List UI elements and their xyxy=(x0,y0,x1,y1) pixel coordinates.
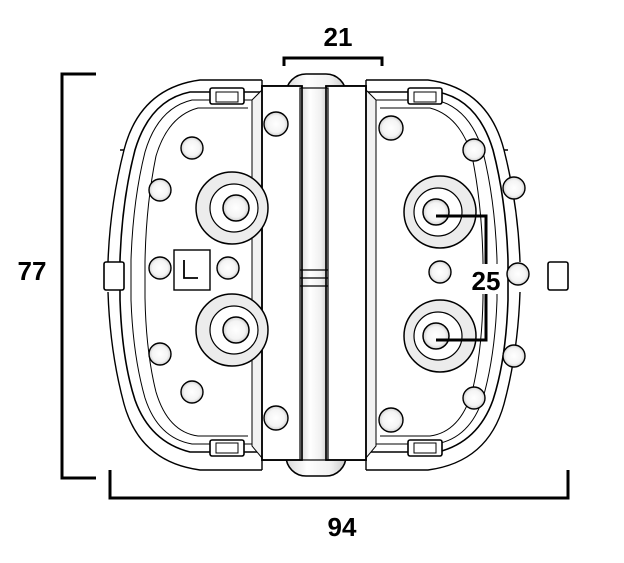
screw-hole xyxy=(428,260,452,284)
screw-hole xyxy=(180,380,204,404)
pin-width-label: 21 xyxy=(324,22,353,52)
boss-right-lower xyxy=(403,299,477,373)
screw-hole xyxy=(216,256,240,280)
overall-width-label: 94 xyxy=(328,512,357,542)
screw-hole xyxy=(263,111,289,137)
screw-hole xyxy=(462,386,486,410)
screw-hole xyxy=(148,342,172,366)
knuckle-plates xyxy=(261,85,367,461)
hinge-pin xyxy=(261,73,367,477)
hole-spacing-label-bg xyxy=(466,264,506,294)
left-side-tab xyxy=(103,261,125,291)
outer-frame xyxy=(107,79,521,471)
screw-hole xyxy=(180,136,204,160)
screw-hole xyxy=(148,256,172,280)
overall-width-bracket xyxy=(108,470,570,500)
screw-hole xyxy=(502,344,526,368)
countersunk-bosses xyxy=(195,171,477,373)
boss-right-upper xyxy=(403,175,477,249)
boss-left-lower xyxy=(195,293,269,367)
screw-hole xyxy=(502,176,526,200)
height-bracket xyxy=(60,72,96,480)
small-holes xyxy=(148,111,530,433)
right-side-tab xyxy=(547,261,569,291)
l-corner-mark-icon xyxy=(173,249,211,291)
screw-hole xyxy=(506,262,530,286)
boss-left-upper xyxy=(195,171,269,245)
pin-width-bracket xyxy=(282,56,384,66)
screw-hole xyxy=(148,178,172,202)
screw-hole xyxy=(263,405,289,431)
height-label: 77 xyxy=(18,256,47,286)
screw-hole xyxy=(378,115,404,141)
hole-spacing-label: 25 xyxy=(472,266,501,296)
screw-hole xyxy=(378,407,404,433)
screw-hole xyxy=(462,138,486,162)
